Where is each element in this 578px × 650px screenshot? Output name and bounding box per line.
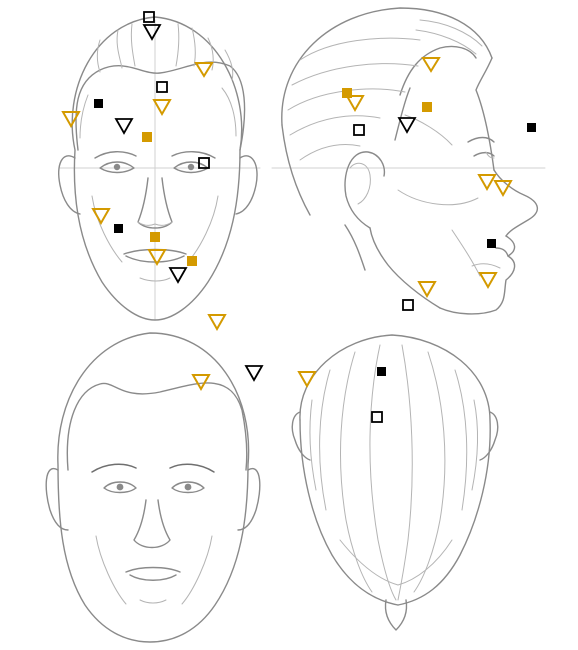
marker-hollow-triangle — [493, 180, 513, 198]
marker-hollow-triangle — [397, 117, 417, 134]
front-face-plain — [45, 332, 261, 643]
marker-hollow-triangle — [147, 249, 167, 267]
marker-hollow-square — [371, 411, 383, 423]
marker-hollow-triangle — [142, 24, 162, 41]
marker-hollow-square — [402, 299, 414, 311]
markers-layer — [61, 11, 536, 423]
marker-filled-square — [342, 88, 352, 98]
marker-hollow-triangle — [61, 111, 81, 129]
marker-filled-square — [187, 256, 197, 266]
marker-filled-square — [527, 123, 536, 132]
side-profile — [281, 7, 538, 315]
marker-hollow-triangle — [168, 267, 188, 284]
marker-hollow-square — [353, 124, 365, 136]
marker-hollow-triangle — [91, 208, 111, 226]
marker-filled-square — [150, 232, 160, 242]
marker-filled-square — [422, 102, 432, 112]
top-of-head — [291, 334, 499, 631]
marker-hollow-triangle — [191, 374, 211, 392]
marker-hollow-triangle — [207, 314, 227, 332]
marker-hollow-triangle — [114, 118, 134, 135]
marker-hollow-square — [143, 11, 155, 23]
construction-lines — [59, 19, 546, 321]
marker-filled-square — [142, 132, 152, 142]
marker-filled-square — [487, 239, 496, 248]
marker-hollow-triangle — [244, 365, 264, 382]
marker-hollow-square — [156, 81, 168, 93]
marker-hollow-triangle — [477, 174, 497, 192]
marker-hollow-triangle — [421, 57, 441, 73]
marker-hollow-triangle — [194, 62, 214, 78]
marker-hollow-triangle — [152, 99, 172, 117]
marker-hollow-square — [198, 157, 210, 169]
marker-filled-square — [94, 99, 103, 108]
marker-hollow-triangle — [297, 371, 317, 389]
marker-hollow-triangle — [417, 281, 437, 299]
marker-hollow-triangle — [478, 272, 498, 290]
marker-filled-square — [114, 224, 123, 233]
front-face-marked — [58, 16, 258, 321]
marker-hollow-triangle — [345, 95, 365, 113]
marker-filled-square — [377, 367, 386, 376]
